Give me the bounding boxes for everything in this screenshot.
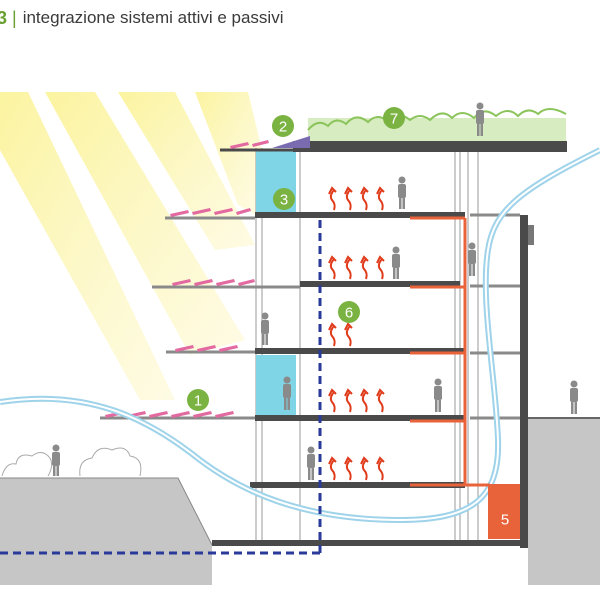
heat-arrow-icon [328, 186, 385, 481]
svg-text:6: 6 [345, 305, 353, 322]
svg-text:3: 3 [280, 192, 288, 209]
marker-6: 6 [338, 301, 360, 323]
figure-number: 3 [0, 7, 8, 28]
figure-header: 3 | integrazione sistemi attivi e passiv… [0, 6, 283, 30]
marker-7: 7 [383, 107, 405, 129]
person-figure-icon [52, 102, 578, 480]
wall-cap [528, 225, 534, 245]
svg-text:7: 7 [390, 111, 398, 128]
sun-rays-icon [0, 92, 262, 400]
header-separator: | [12, 7, 17, 28]
retaining-wall [520, 215, 528, 548]
svg-text:5: 5 [501, 512, 509, 529]
geothermal-loop-icon [0, 147, 600, 524]
tree-outline [1, 447, 142, 477]
solar-panel-icon [105, 140, 269, 418]
marker-5: 5 [494, 508, 516, 530]
marker-3: 3 [273, 188, 295, 210]
marker-2: 2 [272, 115, 294, 137]
svg-text:2: 2 [279, 119, 287, 136]
svg-text:1: 1 [194, 393, 202, 410]
green-roof [293, 108, 567, 152]
figure-title: integrazione sistemi attivi e passivi [22, 8, 284, 27]
foundation-slab [212, 540, 520, 546]
marker-1: 1 [187, 389, 209, 411]
water-pipe-icon [0, 220, 322, 555]
hot-water-pipe [410, 216, 490, 487]
roof-solar-element [220, 136, 310, 152]
floor-slabs [250, 212, 465, 488]
ground [0, 417, 600, 585]
